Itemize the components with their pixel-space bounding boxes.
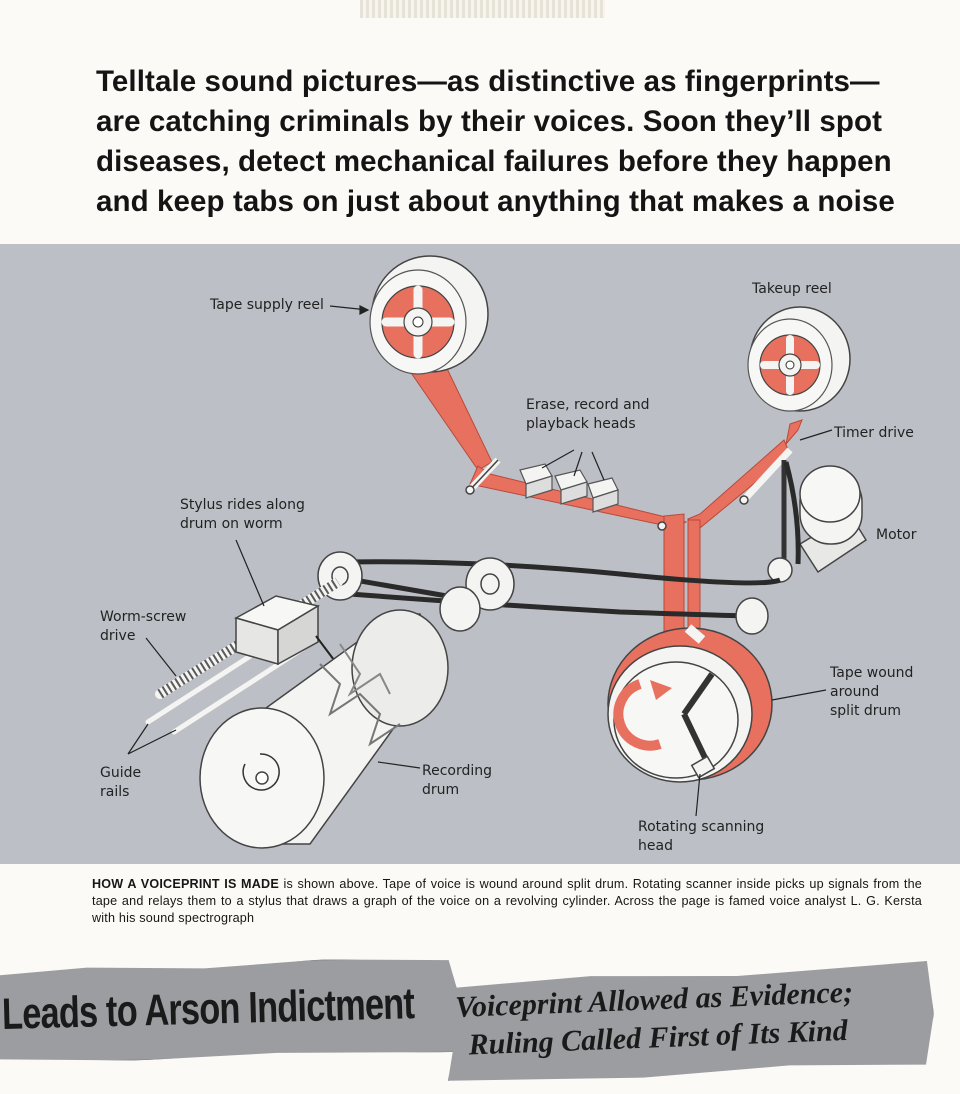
headline-line-2: are catching criminals by their voices. … (96, 105, 883, 138)
leader-lines (127, 305, 833, 817)
headline-line-4: and keep tabs on just about anything tha… (96, 185, 895, 218)
stylus-carriage (234, 595, 335, 666)
caption-lead: HOW A VOICEPRINT IS MADE (92, 877, 279, 891)
label-scanning-head: Rotating scanning head (638, 819, 765, 854)
newspaper-clipping-left: Leads to Arson Indictment (0, 956, 465, 1064)
caption-body: is shown above. Tape of voice is wound a… (92, 877, 923, 925)
top-edge-texture (360, 0, 605, 18)
label-worm-screw: Worm-screw drive (100, 609, 187, 644)
clipping-left-headline: Leads to Arson Indictment (1, 979, 415, 1039)
machine-drawing (127, 255, 868, 849)
label-recording-drum: Recording drum (422, 763, 493, 798)
figure-caption: HOW A VOICEPRINT IS MADE is shown above.… (92, 876, 922, 927)
heads-blocks (519, 463, 619, 513)
label-motor: Motor (876, 527, 917, 543)
takeup-reel (747, 306, 851, 412)
label-tape-wound: Tape wound around split drum (830, 665, 914, 719)
recording-drum (199, 609, 449, 849)
label-heads: Erase, record and playback heads (526, 397, 650, 432)
voiceprint-machine-illustration: Tape supply reel Takeup reel Erase, reco… (0, 244, 960, 864)
label-stylus: Stylus rides along drum on worm (180, 497, 305, 532)
label-takeup-reel: Takeup reel (752, 281, 832, 297)
headline-line-1: Telltale sound pictures—as distinctive a… (96, 65, 880, 98)
supply-reel (369, 255, 489, 375)
split-drum (607, 624, 773, 783)
headline: Telltale sound pictures—as distinctive a… (96, 62, 926, 222)
label-timer-drive: Timer drive (834, 425, 914, 441)
label-tape-supply-reel: Tape supply reel (210, 297, 324, 313)
motor (767, 460, 868, 583)
label-guide-rails: Guide rails (100, 765, 142, 800)
headline-line-3: diseases, detect mechanical failures bef… (96, 145, 892, 178)
newspaper-clipping-right: Voiceprint Allowed as Evidence; Ruling C… (444, 959, 936, 1088)
